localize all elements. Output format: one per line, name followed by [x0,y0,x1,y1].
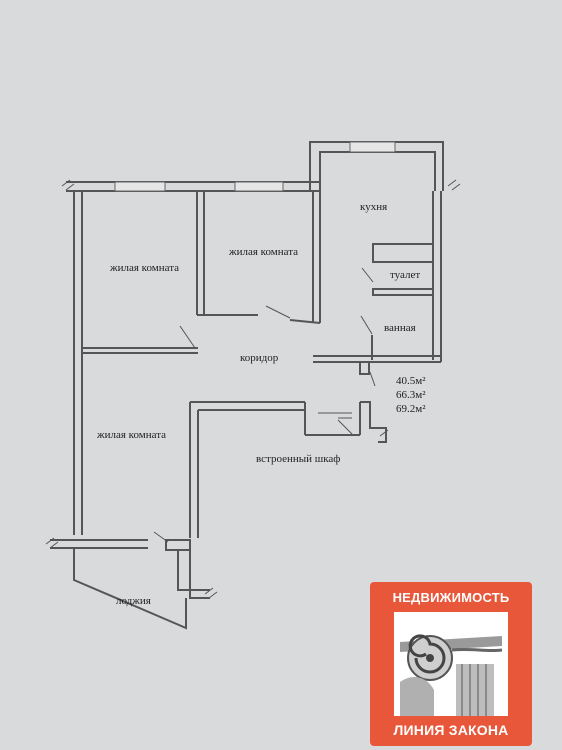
agency-logo: НЕДВИЖИМОСТЬ ЛИНИЯ ЗАКОНА [370,582,532,746]
living2-bottom [197,314,321,324]
column-icon [400,634,503,716]
room-label-bathroom: ванная [384,322,416,334]
room-label-toilet: туалет [390,269,420,281]
loggia-pillar [165,539,191,551]
room-label-corridor: коридор [240,352,279,364]
partition-2 [312,191,321,323]
area-living: 40.5м² [396,375,426,387]
room-label-living-3: жилая комната [96,429,166,441]
kitchen-window [349,141,396,153]
corridor-lower-wall [190,401,387,443]
room-label-kitchen: кухня [360,201,387,213]
room-label-loggia: лоджия [116,595,151,607]
room-label-living-2: жилая комната [228,246,298,258]
door-swings [153,267,376,543]
window-1 [114,181,166,192]
walls [45,141,461,630]
kitchen-right-wall [432,191,442,362]
area-overall: 69.2м² [396,403,426,415]
room-label-closet: встроенный шкаф [256,453,340,465]
toilet-wall [372,288,434,296]
partition-1 [196,191,205,315]
logo-bottom-text: ЛИНИЯ ЗАКОНА [393,722,509,738]
living1-bottom [82,347,198,354]
logo-top-text: НЕДВИЖИМОСТЬ [392,590,510,605]
window-2 [234,181,284,192]
living3-right-wall [189,402,199,538]
loggia-outer [73,548,187,630]
ionic-column-emblem [394,612,508,716]
loggia-top-wall [50,539,148,549]
left-wall [73,191,83,535]
corridor-bottom-right [313,355,441,363]
toilet-box [372,243,434,263]
column [359,361,370,375]
area-total: 66.3м² [396,389,426,401]
room-label-living-1: жилая комната [109,262,179,274]
break-marks [45,179,461,599]
loggia-right-wall [177,550,210,599]
